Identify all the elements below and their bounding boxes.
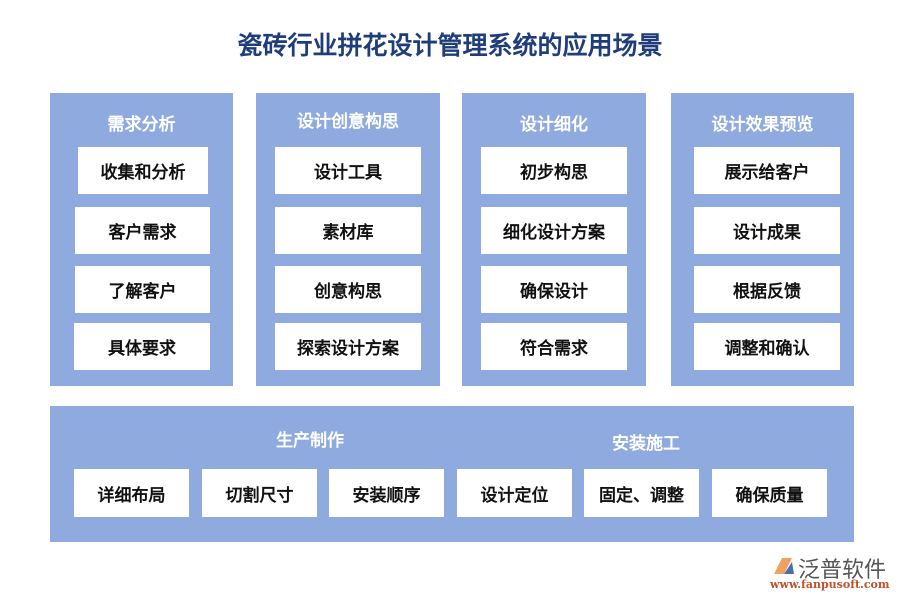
column-item: 根据反馈 [694,266,840,313]
column-heading: 设计创意构思 [297,112,399,132]
column-item: 细化设计方案 [481,207,627,254]
bottom-panel: 生产制作 安装施工 详细布局切割尺寸安装顺序设计定位固定、调整确保质量 [50,406,854,542]
bottom-item: 切割尺寸 [202,469,317,517]
logo-icon [774,558,794,574]
column-item: 确保设计 [481,266,627,313]
column-item: 设计工具 [275,147,421,194]
installation-heading: 安装施工 [612,434,680,454]
logo: 泛普软件 www.fanpusoft.com [770,552,895,592]
column-item: 收集和分析 [78,147,208,194]
bottom-item: 确保质量 [712,469,827,517]
column-item: 具体要求 [74,323,210,370]
column-item: 展示给客户 [694,147,840,194]
column-heading: 设计效果预览 [711,115,814,135]
column-item: 探索设计方案 [275,323,421,370]
column-item: 客户需求 [75,207,210,254]
column-item: 素材库 [275,207,421,254]
column-item: 初步构思 [481,147,627,194]
logo-name: 泛普软件 [798,558,887,583]
production-heading: 生产制作 [276,431,344,451]
column-item: 符合需求 [481,323,627,370]
column-item: 创意构思 [275,266,421,313]
column-heading: 需求分析 [107,115,176,135]
column-item: 了解客户 [75,266,210,313]
bottom-item: 详细布局 [74,469,189,517]
logo-url: www.fanpusoft.com [770,578,890,591]
column-item: 设计成果 [694,207,840,254]
bottom-item: 安装顺序 [329,469,444,517]
page-title: 瓷砖行业拼花设计管理系统的应用场景 [237,31,663,60]
column-item: 调整和确认 [694,323,840,370]
bottom-item: 设计定位 [457,469,572,517]
column-heading: 设计细化 [520,115,588,135]
bottom-item: 固定、调整 [584,469,699,517]
